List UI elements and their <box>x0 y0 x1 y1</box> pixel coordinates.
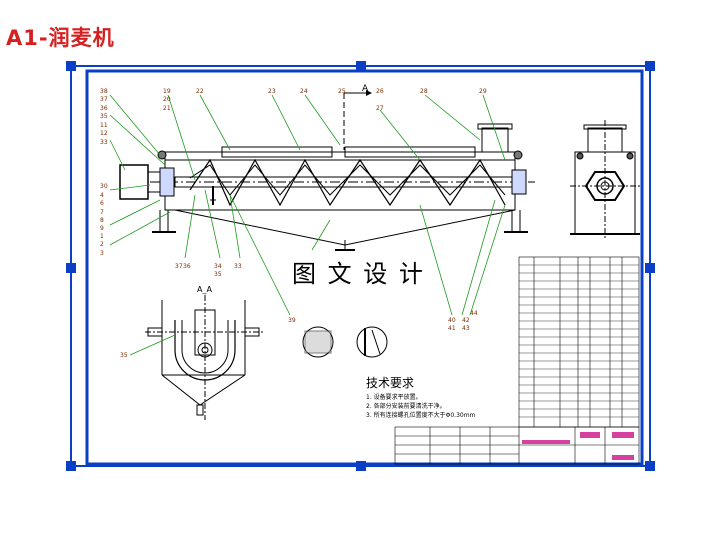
part-number: 44 <box>470 310 478 317</box>
frame-markers <box>66 61 655 471</box>
part-number: 8 <box>100 217 104 224</box>
part-number: 11 <box>100 122 108 129</box>
end-view <box>570 120 640 240</box>
technical-requirements: 技术要求 1. 设备要求平放置。 2. 各部分安装前要清洗干净。 3. 所有连接… <box>366 376 476 419</box>
part-number: 27 <box>376 105 384 112</box>
lower-hopper <box>174 209 516 246</box>
inlet <box>481 127 509 153</box>
part-number: 7 <box>100 209 104 216</box>
main-view <box>119 123 535 251</box>
part-number: 35 <box>100 113 108 120</box>
part-number: 1 <box>100 233 104 240</box>
part-number: 6 <box>100 200 104 207</box>
title-block-stamps <box>522 432 634 460</box>
part-number: 19 <box>163 88 171 95</box>
part-number: 12 <box>100 130 108 137</box>
part-number: 35 <box>120 352 128 359</box>
part-number: 20 <box>163 96 171 103</box>
part-number: 33 <box>234 263 242 270</box>
motor <box>119 164 149 200</box>
parts-list-rows <box>519 264 639 418</box>
section-title: A_A <box>197 285 212 294</box>
part-number: 9 <box>100 225 104 232</box>
part-number: 34 <box>214 263 222 270</box>
part-number: 40 <box>448 317 456 324</box>
section-mark-a: A <box>343 84 372 150</box>
part-number: 4 <box>100 192 104 199</box>
section-mark-label: A <box>362 84 369 94</box>
part-number: 39 <box>288 317 296 324</box>
part-number: 29 <box>479 88 487 95</box>
tech-req-item: 1. 设备要求平放置。 <box>366 393 422 401</box>
part-numbers-left: 38 37 36 35 11 12 33 30 4 6 7 8 9 1 2 3 <box>100 88 108 257</box>
part-number: 33 <box>100 139 108 146</box>
detail-views <box>302 326 388 358</box>
part-number: 38 <box>100 88 108 95</box>
title-block <box>394 426 640 465</box>
tech-req-item: 2. 各部分安装前要清洗干净。 <box>366 402 446 410</box>
part-number: 37 <box>100 96 108 103</box>
screw-flights <box>189 158 506 207</box>
part-number: 26 <box>376 88 384 95</box>
part-number: 42 <box>462 317 470 324</box>
leader-lines <box>109 94 506 316</box>
trough-body <box>164 151 516 211</box>
parts-list <box>518 256 640 428</box>
tech-req-heading: 技术要求 <box>366 376 414 390</box>
part-numbers-bottom: 37 36 34 35 33 39 40 41 42 43 44 <box>175 263 478 332</box>
part-number: 41 <box>448 325 456 332</box>
part-number: 25 <box>338 88 346 95</box>
part-number: 43 <box>462 325 470 332</box>
tech-req-item: 3. 所有连接螺孔位置度不大于Φ0.30mm <box>366 411 476 419</box>
watermark: 图 文 设 计 <box>292 260 425 288</box>
part-number: 35 <box>214 271 222 278</box>
part-number: 36 <box>100 105 108 112</box>
section-view <box>145 295 265 420</box>
part-number: 37 <box>175 263 183 270</box>
part-number: 22 <box>196 88 204 95</box>
part-number: 28 <box>420 88 428 95</box>
part-number: 3 <box>100 250 104 257</box>
part-numbers-top: 19 20 21 22 23 24 25 26 27 28 29 <box>163 88 487 112</box>
page-title: A1-润麦机 <box>6 26 115 50</box>
part-number: 24 <box>300 88 308 95</box>
part-number: 21 <box>163 105 171 112</box>
part-number: 30 <box>100 183 108 190</box>
part-number: 36 <box>183 263 191 270</box>
part-number: 23 <box>268 88 276 95</box>
part-number: 2 <box>100 241 104 248</box>
